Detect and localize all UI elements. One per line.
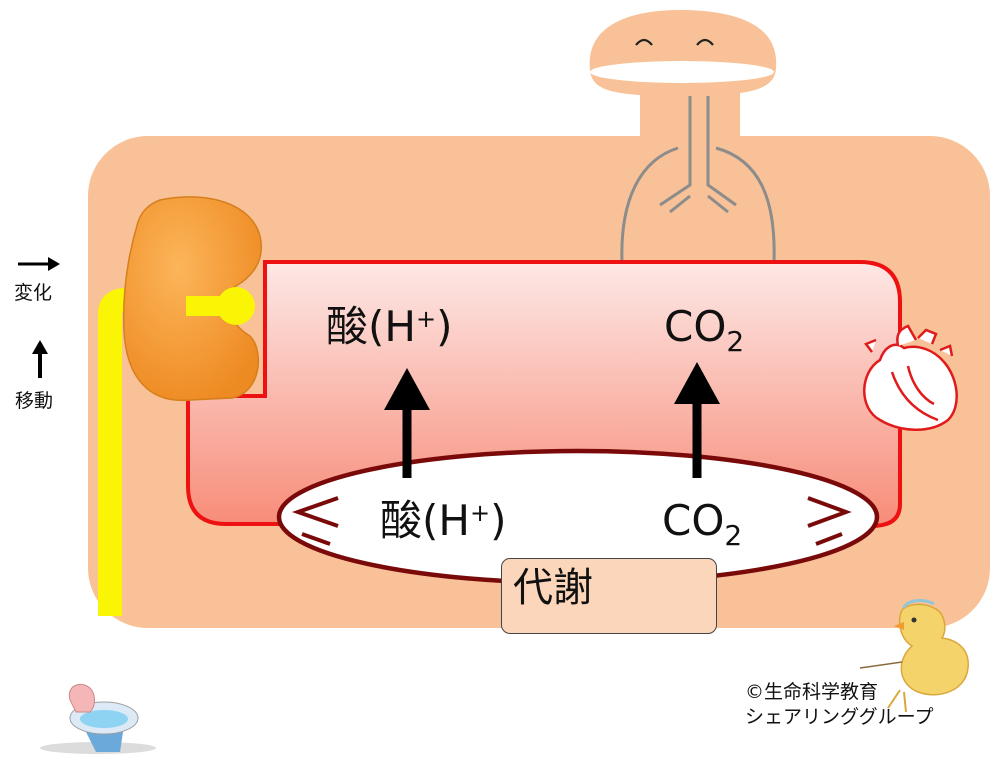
heart-icon bbox=[863, 324, 958, 431]
blood-acid-label: 酸(H+) bbox=[326, 302, 453, 351]
metabolism-box bbox=[501, 558, 717, 634]
tissue-acid-label: 酸(H+) bbox=[380, 496, 507, 545]
metabolism-label: 代謝 bbox=[513, 565, 593, 611]
head-figure bbox=[589, 10, 777, 142]
move-legend-label: 移動 bbox=[15, 390, 54, 412]
credit-text: ©生命科学教育 シェアリンググループ bbox=[745, 680, 933, 729]
chick-icon bbox=[859, 599, 969, 713]
kidney-icon bbox=[122, 196, 262, 402]
right-chevron-icon bbox=[807, 496, 852, 546]
credit-line-1: ©生命科学教育 bbox=[745, 681, 879, 703]
acid-move-arrow-icon bbox=[384, 368, 430, 478]
tissue-co2-label: CO2 bbox=[662, 496, 743, 552]
co2-move-arrow-icon bbox=[674, 362, 720, 478]
move-arrow-icon bbox=[32, 340, 48, 378]
right-eye-icon bbox=[696, 38, 714, 46]
lungs-icon bbox=[620, 96, 776, 263]
credit-line-2: シェアリンググループ bbox=[745, 705, 934, 728]
change-arrow-icon bbox=[18, 257, 60, 271]
change-legend-label: 変化 bbox=[14, 282, 53, 304]
toilet-icon bbox=[40, 684, 156, 754]
blood-co2-label: CO2 bbox=[664, 302, 745, 358]
left-eye-icon bbox=[635, 38, 653, 46]
left-chevron-icon bbox=[291, 496, 339, 546]
